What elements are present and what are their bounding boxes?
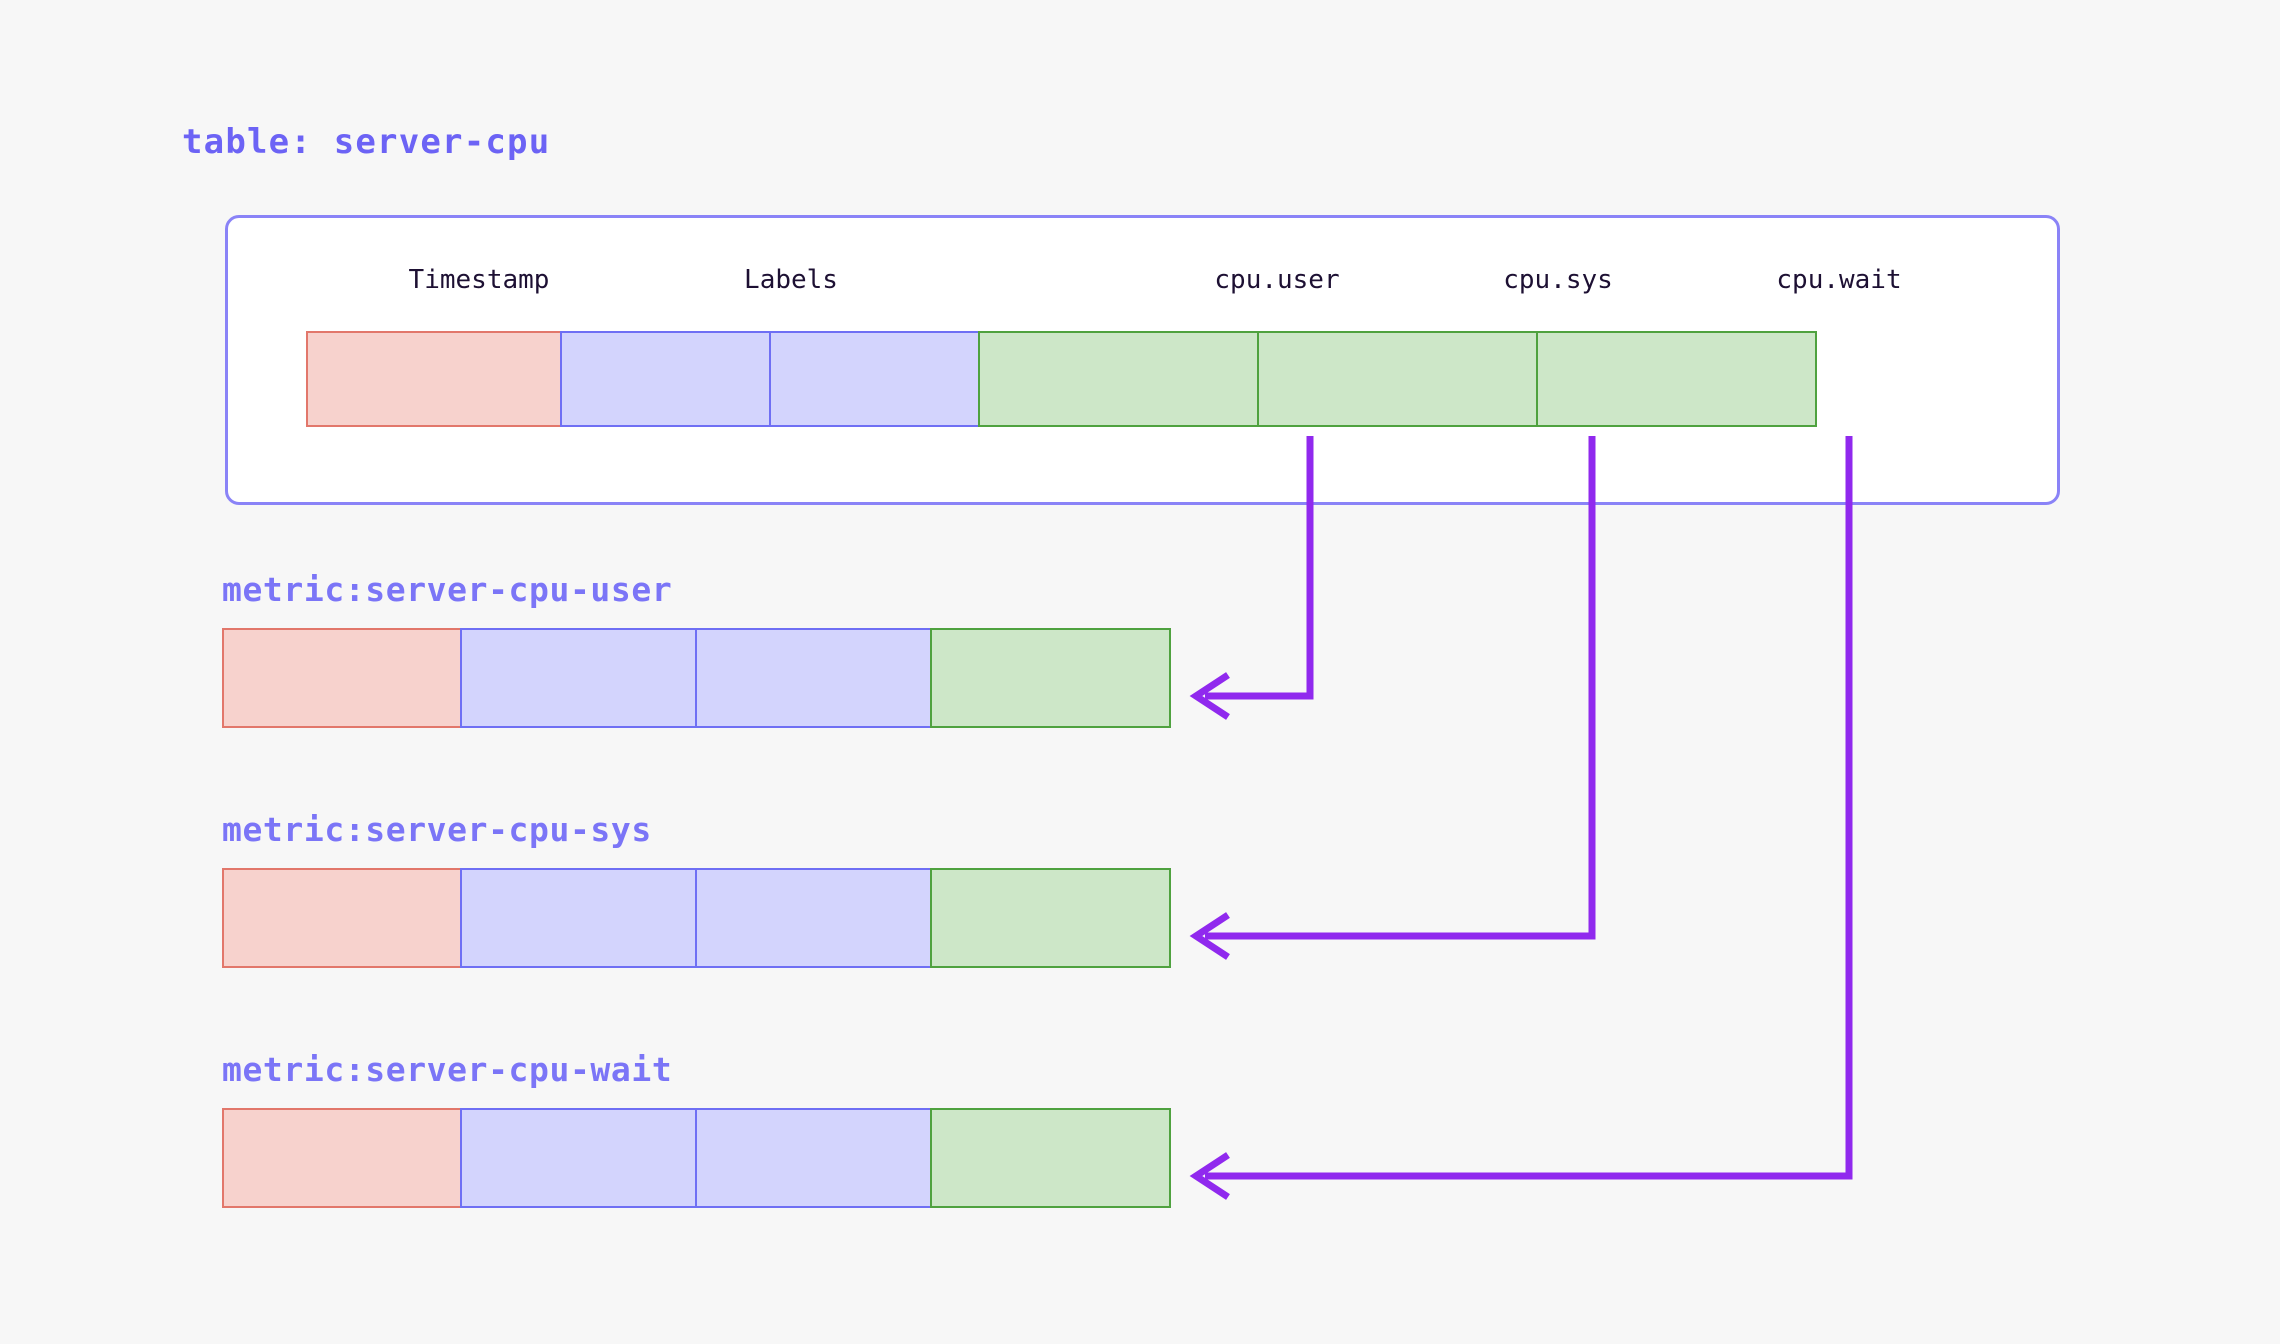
column-header-cpu-wait: cpu.wait xyxy=(1776,265,1902,295)
metric-title-server-cpu-wait: metric:server-cpu-wait xyxy=(222,1050,673,1089)
metric-row-server-cpu-user xyxy=(222,628,1171,728)
metric-cell-value xyxy=(930,868,1171,968)
metric-cell-label-1 xyxy=(460,868,697,968)
metric-cell-label-2 xyxy=(695,1108,932,1208)
connector-cpu-sys xyxy=(1189,436,1596,960)
table-cell-cpu-sys xyxy=(1257,331,1538,427)
table-row xyxy=(306,331,1817,427)
column-header-cpu-user: cpu.user xyxy=(1214,265,1340,295)
metric-cell-label-2 xyxy=(695,628,932,728)
column-header-cpu-sys: cpu.sys xyxy=(1503,265,1613,295)
metric-cell-label-1 xyxy=(460,628,697,728)
metric-title-server-cpu-user: metric:server-cpu-user xyxy=(222,570,673,609)
metric-cell-value xyxy=(930,1108,1171,1208)
metric-cell-timestamp xyxy=(222,868,462,968)
arrowhead-cpu-user xyxy=(1189,672,1230,720)
connector-cpu-wait xyxy=(1189,436,1853,1200)
table-title: table: server-cpu xyxy=(182,122,551,162)
metric-title-server-cpu-sys: metric:server-cpu-sys xyxy=(222,810,652,849)
table-card: Timestamp Labels cpu.user cpu.sys cpu.wa… xyxy=(225,215,2060,505)
column-header-row: Timestamp Labels cpu.user cpu.sys cpu.wa… xyxy=(228,218,2057,333)
metric-row-server-cpu-sys xyxy=(222,868,1171,968)
table-cell-cpu-wait xyxy=(1536,331,1817,427)
metric-cell-value xyxy=(930,628,1171,728)
column-header-labels: Labels xyxy=(744,265,838,295)
table-cell-label-2 xyxy=(769,331,980,427)
arrowhead-cpu-wait xyxy=(1189,1152,1230,1200)
metric-row-server-cpu-wait xyxy=(222,1108,1171,1208)
metric-cell-label-1 xyxy=(460,1108,697,1208)
table-cell-cpu-user xyxy=(978,331,1259,427)
metric-cell-label-2 xyxy=(695,868,932,968)
metric-cell-timestamp xyxy=(222,1108,462,1208)
arrowhead-cpu-sys xyxy=(1189,912,1230,960)
table-cell-label-1 xyxy=(560,331,771,427)
column-header-timestamp: Timestamp xyxy=(408,265,550,295)
metric-cell-timestamp xyxy=(222,628,462,728)
table-cell-timestamp xyxy=(306,331,562,427)
